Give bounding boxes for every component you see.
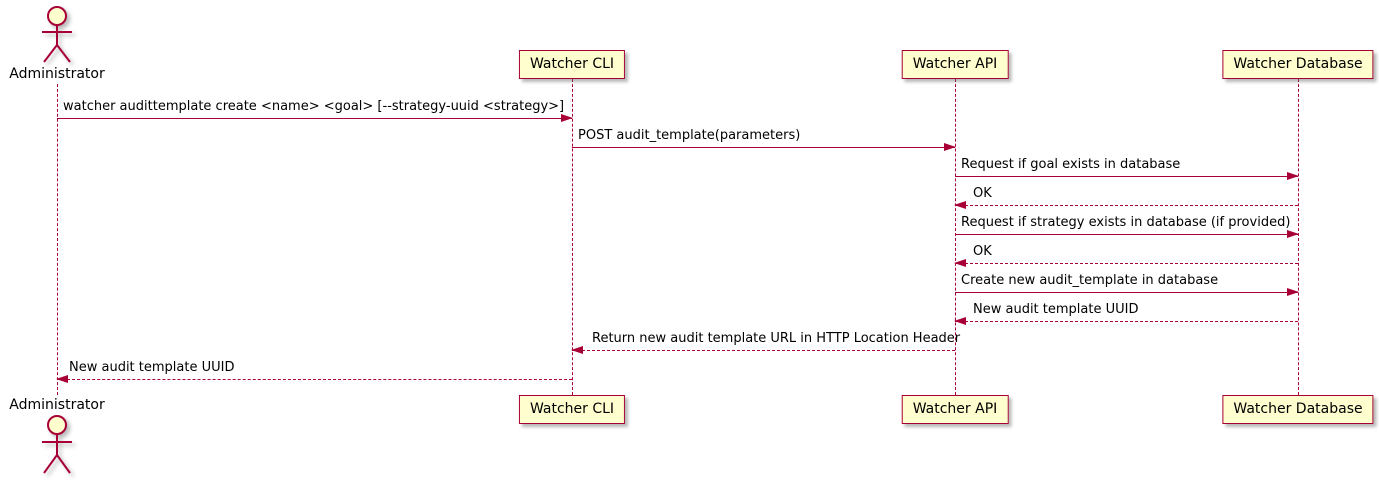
message-line bbox=[572, 350, 955, 351]
arrowhead-icon bbox=[944, 143, 956, 151]
arrowhead-icon bbox=[56, 375, 68, 383]
lifeline-watcher-cli bbox=[572, 79, 573, 395]
administrator-actor-icon-bottom bbox=[42, 415, 72, 474]
lifeline-watcher-api bbox=[955, 79, 956, 395]
message-line bbox=[57, 379, 572, 380]
actor-label-administrator-bottom: Administrator bbox=[9, 397, 105, 413]
arrowhead-icon bbox=[561, 114, 573, 122]
message-line bbox=[955, 321, 1298, 322]
arrowhead-icon bbox=[954, 259, 966, 267]
arrowhead-icon bbox=[954, 317, 966, 325]
message-label: OK bbox=[973, 244, 992, 259]
participant-box-watcher-api-bottom: Watcher API bbox=[901, 395, 1009, 424]
participant-box-watcher-api-top: Watcher API bbox=[901, 50, 1009, 79]
message-label: Request if strategy exists in database (… bbox=[961, 215, 1291, 230]
message-line bbox=[955, 292, 1298, 293]
administrator-actor-icon bbox=[42, 6, 72, 63]
message-label: Request if goal exists in database bbox=[961, 157, 1181, 172]
participant-box-watcher-cli-bottom: Watcher CLI bbox=[518, 395, 626, 424]
message-label: New audit template UUID bbox=[973, 302, 1139, 317]
participant-box-watcher-database-bottom: Watcher Database bbox=[1222, 395, 1374, 424]
message-label: POST audit_template(parameters) bbox=[578, 128, 801, 143]
arrowhead-icon bbox=[571, 346, 583, 354]
message-label: Return new audit template URL in HTTP Lo… bbox=[592, 331, 961, 346]
message-line bbox=[955, 263, 1298, 264]
arrowhead-icon bbox=[1287, 230, 1299, 238]
participant-box-watcher-cli-top: Watcher CLI bbox=[518, 50, 626, 79]
message-label: OK bbox=[973, 186, 992, 201]
arrowhead-icon bbox=[954, 201, 966, 209]
arrowhead-icon bbox=[1287, 288, 1299, 296]
arrowhead-icon bbox=[1287, 172, 1299, 180]
actor-label-administrator-top: Administrator bbox=[9, 66, 105, 82]
lifeline-administrator bbox=[57, 84, 58, 395]
participant-box-watcher-database-top: Watcher Database bbox=[1222, 50, 1374, 79]
message-label: New audit template UUID bbox=[69, 360, 235, 375]
message-label: watcher audittemplate create <name> <goa… bbox=[63, 99, 565, 114]
message-line bbox=[57, 118, 572, 119]
message-label: Create new audit_template in database bbox=[961, 273, 1219, 288]
message-line bbox=[955, 234, 1298, 235]
message-line bbox=[572, 147, 955, 148]
message-line bbox=[955, 205, 1298, 206]
message-line bbox=[955, 176, 1298, 177]
